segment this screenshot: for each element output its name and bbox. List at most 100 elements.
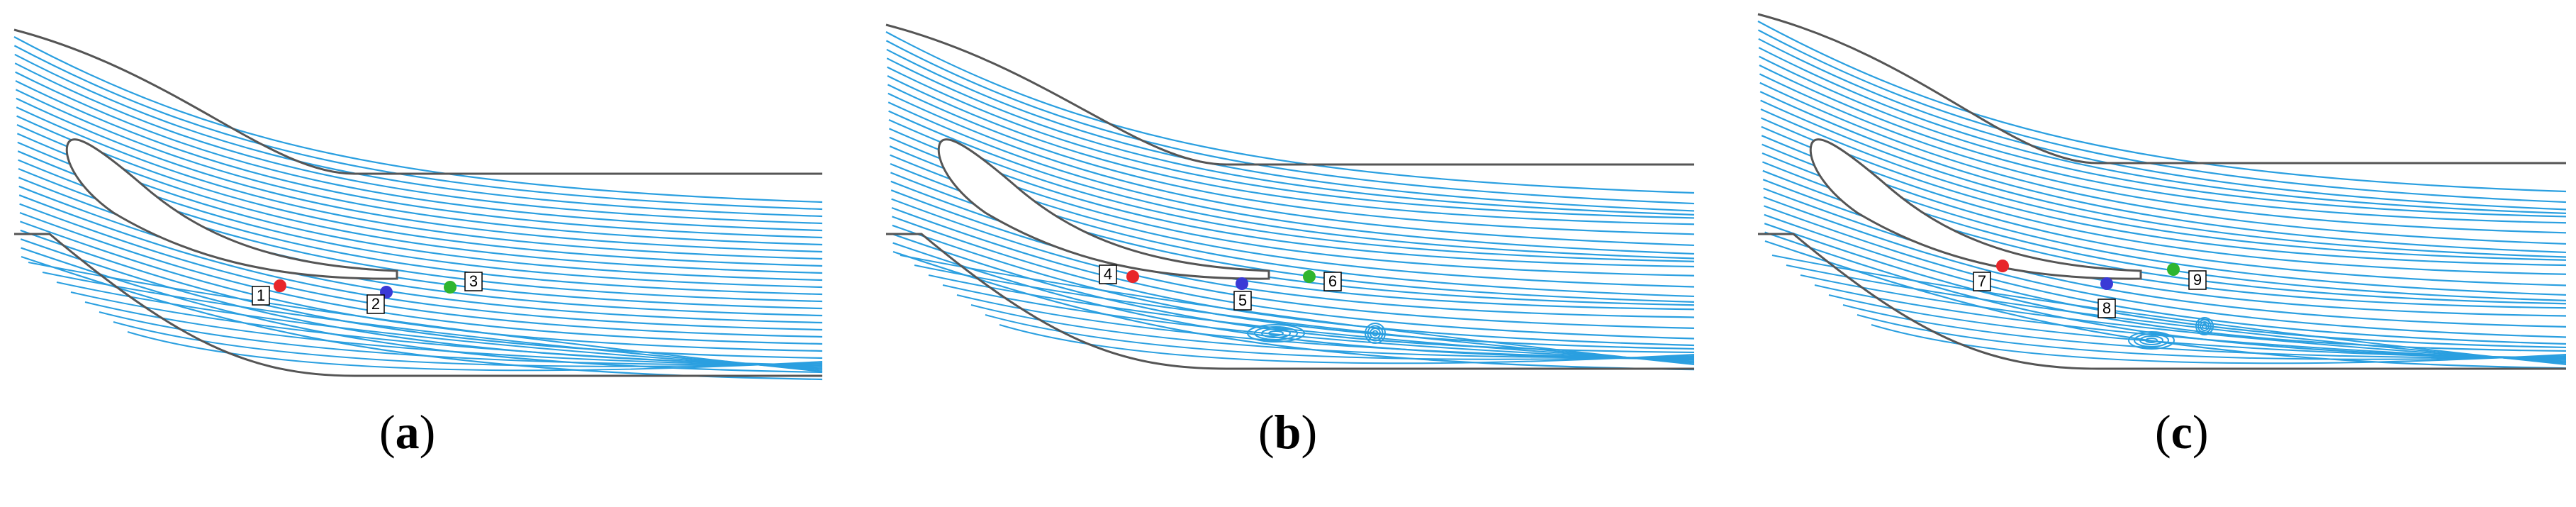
streamline xyxy=(18,194,823,331)
streamline xyxy=(127,331,823,372)
streamline xyxy=(1757,29,2567,204)
vortex-ring xyxy=(1268,330,1284,336)
probe-label: 2 xyxy=(371,295,380,313)
streamline xyxy=(900,255,1695,365)
streamline xyxy=(1764,240,2567,369)
streamline xyxy=(20,238,823,367)
streamline xyxy=(1786,264,2567,364)
streamline xyxy=(892,250,1695,371)
streamline xyxy=(13,45,823,211)
streamline xyxy=(1857,314,2567,360)
vortex-ring xyxy=(1367,325,1384,342)
lower-wall xyxy=(886,233,1694,370)
probe-label: 8 xyxy=(2102,299,2111,317)
streamline xyxy=(1764,213,2567,349)
streamline xyxy=(885,40,1695,205)
streamline xyxy=(19,211,823,345)
streamline xyxy=(891,198,1695,329)
streamline xyxy=(888,110,1695,260)
streamline xyxy=(1814,284,2567,361)
streamline xyxy=(1828,294,2567,360)
streamline xyxy=(1760,99,2567,258)
streamline xyxy=(13,36,823,204)
guide-vane xyxy=(65,138,398,280)
streamline xyxy=(1800,274,2567,362)
vortex-ring xyxy=(2200,321,2210,331)
probe-label-box xyxy=(2188,270,2207,290)
streamline xyxy=(42,272,823,371)
streamline xyxy=(15,89,823,246)
caption-a: (a) xyxy=(379,405,436,459)
probe-label-box xyxy=(1323,272,1342,291)
caption-b: (b) xyxy=(1258,405,1318,459)
vortex-ring xyxy=(2128,331,2175,350)
channel-walls xyxy=(885,23,1694,370)
streamline xyxy=(887,84,1695,235)
streamline xyxy=(887,92,1695,247)
probe-marker xyxy=(1996,260,2009,272)
probe-label: 6 xyxy=(1328,272,1337,290)
probe-marker xyxy=(2167,263,2180,276)
probe-marker xyxy=(2100,277,2113,290)
streamline xyxy=(891,206,1695,340)
streamline xyxy=(928,274,1695,362)
streamline xyxy=(1758,38,2567,211)
probe-label-box xyxy=(2098,299,2116,318)
probe-label-box xyxy=(1973,272,1991,291)
vortex-ring xyxy=(1247,324,1305,342)
guide-vane xyxy=(1809,138,2142,280)
lower-wall xyxy=(1758,233,2566,370)
vortex-ring xyxy=(2139,335,2163,345)
probe-marker xyxy=(1126,270,1139,283)
vortex-ring xyxy=(1370,328,1381,339)
streamline xyxy=(1763,187,2567,328)
streamline xyxy=(113,321,823,367)
upper-wall xyxy=(13,28,822,175)
streamline xyxy=(1759,73,2567,234)
vortex-ring xyxy=(1254,326,1298,340)
channel-walls xyxy=(13,28,822,377)
probe-label-box xyxy=(464,272,483,291)
streamline xyxy=(1760,108,2567,261)
streamline xyxy=(16,106,823,260)
streamline xyxy=(15,80,823,239)
probe-label-box xyxy=(1099,264,1117,284)
lower-wall xyxy=(14,233,822,377)
probe-marker xyxy=(1236,277,1248,290)
guide-vane xyxy=(937,138,1270,280)
streamline xyxy=(1764,205,2567,345)
streamline xyxy=(1764,231,2567,359)
streamline xyxy=(99,311,823,366)
streamline xyxy=(887,75,1695,225)
streamline xyxy=(985,314,1695,360)
streamline xyxy=(886,57,1695,216)
probe-label-box xyxy=(1233,291,1252,311)
vortex-ring xyxy=(2197,319,2212,333)
streamline xyxy=(56,282,823,369)
vortex-ring xyxy=(1261,328,1291,338)
probe-marker xyxy=(274,279,286,292)
vortex-ring xyxy=(2145,338,2158,343)
streamline xyxy=(1771,255,2567,365)
probe-marker xyxy=(1303,270,1316,283)
caption-c: (c) xyxy=(2155,405,2209,459)
streamline xyxy=(16,97,823,253)
vortex-ring xyxy=(1372,330,1379,337)
streamline xyxy=(1759,65,2567,224)
streamline xyxy=(999,324,1695,364)
streamline xyxy=(70,291,823,368)
streamline xyxy=(1871,324,2567,364)
streamline xyxy=(1758,47,2567,214)
probe-label: 4 xyxy=(1104,265,1112,283)
channel-walls xyxy=(1757,13,2566,370)
streamline xyxy=(1759,91,2567,254)
streamline xyxy=(14,62,823,225)
streamline xyxy=(1757,21,2567,193)
streamline xyxy=(887,66,1695,219)
upper-wall xyxy=(1757,13,2566,165)
streamline xyxy=(1759,55,2567,218)
